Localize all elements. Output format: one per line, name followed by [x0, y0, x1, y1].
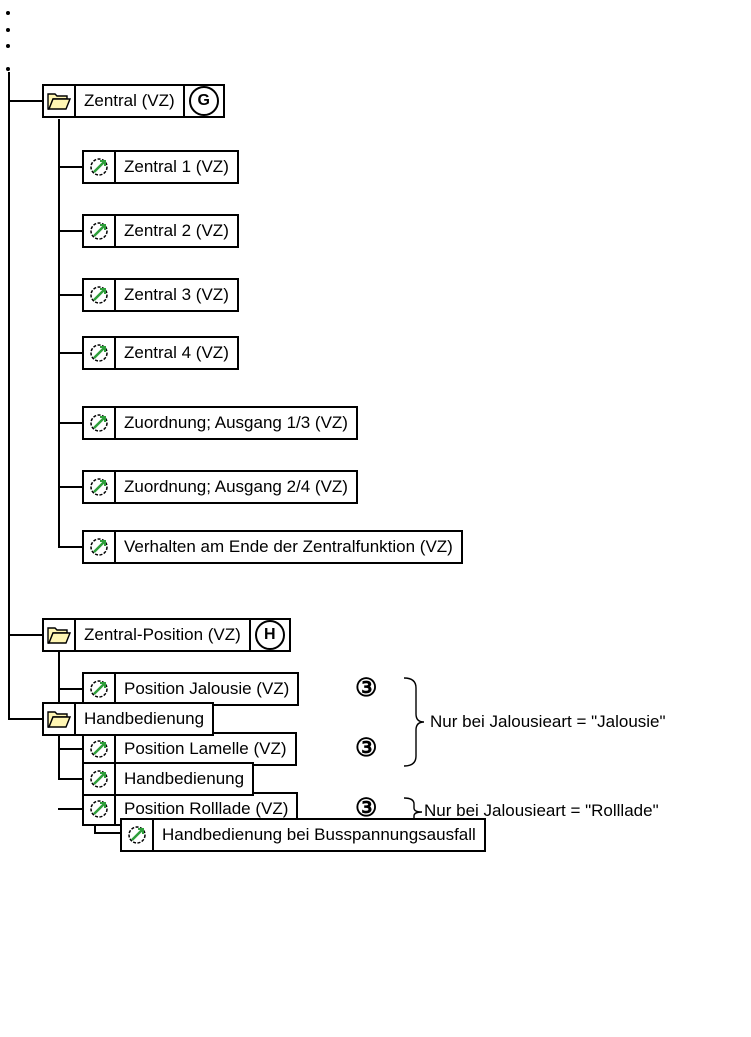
parameter-icon	[82, 530, 116, 564]
parameter-icon	[82, 406, 116, 440]
folder-node-handbedienung[interactable]: Handbedienung	[42, 702, 215, 736]
badge-g: G	[188, 86, 219, 116]
parameter-icon	[82, 762, 116, 796]
branch-connector	[58, 230, 82, 232]
parameter-icon	[82, 336, 116, 370]
parameter-label: Zuordnung; Ausgang 2/4 (VZ)	[116, 470, 358, 504]
parameter-label: Zentral 4 (VZ)	[116, 336, 239, 370]
badge-cell: G	[184, 84, 225, 118]
parameter-node[interactable]: Zuordnung; Ausgang 1/3 (VZ)	[82, 406, 358, 440]
parameter-node[interactable]: Position Lamelle (VZ)	[82, 732, 297, 766]
parameter-icon	[82, 470, 116, 504]
branch-connector	[58, 748, 82, 750]
continuation-dot	[6, 28, 10, 32]
parameter-icon	[82, 672, 116, 706]
subtree-line	[58, 119, 60, 546]
branch-connector	[8, 100, 42, 102]
folder-icon	[42, 84, 76, 118]
badge-h: H	[254, 620, 285, 650]
parameter-label: Zentral 2 (VZ)	[116, 214, 239, 248]
parameter-label: Handbedienung bei Busspannungsausfall	[154, 818, 486, 852]
branch-connector	[58, 166, 82, 168]
parameter-icon	[82, 732, 116, 766]
folder-label: Handbedienung	[76, 702, 215, 736]
folder-label: Zentral (VZ)	[76, 84, 185, 118]
folder-node-zentral[interactable]: Zentral (VZ) G	[42, 84, 225, 118]
continuation-dot	[6, 11, 10, 15]
parameter-icon	[120, 818, 154, 852]
brace-jalousie	[403, 677, 425, 767]
branch-connector	[58, 294, 82, 296]
branch-connector	[58, 352, 82, 354]
note-jalousie: Nur bei Jalousieart = "Jalousie"	[430, 712, 666, 731]
parameter-node[interactable]: Position Jalousie (VZ)	[82, 672, 300, 706]
parameter-node[interactable]: Zentral 1 (VZ)	[82, 150, 239, 184]
branch-connector	[8, 634, 42, 636]
badge-cell: H	[250, 618, 291, 652]
parameter-node[interactable]: Verhalten am Ende der Zentralfunktion (V…	[82, 530, 463, 564]
continuation-dot	[6, 44, 10, 48]
marker-3: ③	[355, 794, 378, 822]
tree-trunk	[8, 72, 10, 720]
parameter-label: Handbedienung	[116, 762, 255, 796]
continuation-dot	[6, 67, 10, 71]
parameter-icon	[82, 792, 116, 826]
parameter-label: Position Jalousie (VZ)	[116, 672, 300, 706]
parameter-label: Position Lamelle (VZ)	[116, 732, 297, 766]
folder-icon	[42, 702, 76, 736]
parameter-node[interactable]: Zentral 3 (VZ)	[82, 278, 239, 312]
folder-node-zentral-position[interactable]: Zentral-Position (VZ) H	[42, 618, 291, 652]
parameter-node[interactable]: Handbedienung bei Busspannungsausfall	[120, 818, 486, 852]
branch-connector	[58, 778, 82, 780]
parameter-node[interactable]: Zentral 2 (VZ)	[82, 214, 239, 248]
branch-connector	[58, 808, 82, 810]
parameter-node[interactable]: Zuordnung; Ausgang 2/4 (VZ)	[82, 470, 358, 504]
parameter-label: Zuordnung; Ausgang 1/3 (VZ)	[116, 406, 358, 440]
branch-connector	[94, 832, 120, 834]
parameter-icon	[82, 150, 116, 184]
folder-label: Zentral-Position (VZ)	[76, 618, 251, 652]
note-rolllade: Nur bei Jalousieart = "Rolllade"	[424, 801, 659, 820]
branch-connector	[58, 546, 82, 548]
parameter-node[interactable]: Handbedienung	[82, 762, 255, 796]
parameter-node[interactable]: Zentral 4 (VZ)	[82, 336, 239, 370]
parameter-icon	[82, 214, 116, 248]
branch-connector	[58, 486, 82, 488]
branch-connector	[58, 688, 82, 690]
marker-3: ③	[355, 734, 378, 762]
parameter-label: Zentral 3 (VZ)	[116, 278, 239, 312]
parameter-icon	[82, 278, 116, 312]
subtree-line	[58, 736, 60, 780]
marker-3: ③	[355, 674, 378, 702]
branch-connector	[58, 422, 82, 424]
folder-icon	[42, 618, 76, 652]
parameter-label: Zentral 1 (VZ)	[116, 150, 239, 184]
parameter-label: Verhalten am Ende der Zentralfunktion (V…	[116, 530, 463, 564]
branch-connector	[8, 718, 42, 720]
